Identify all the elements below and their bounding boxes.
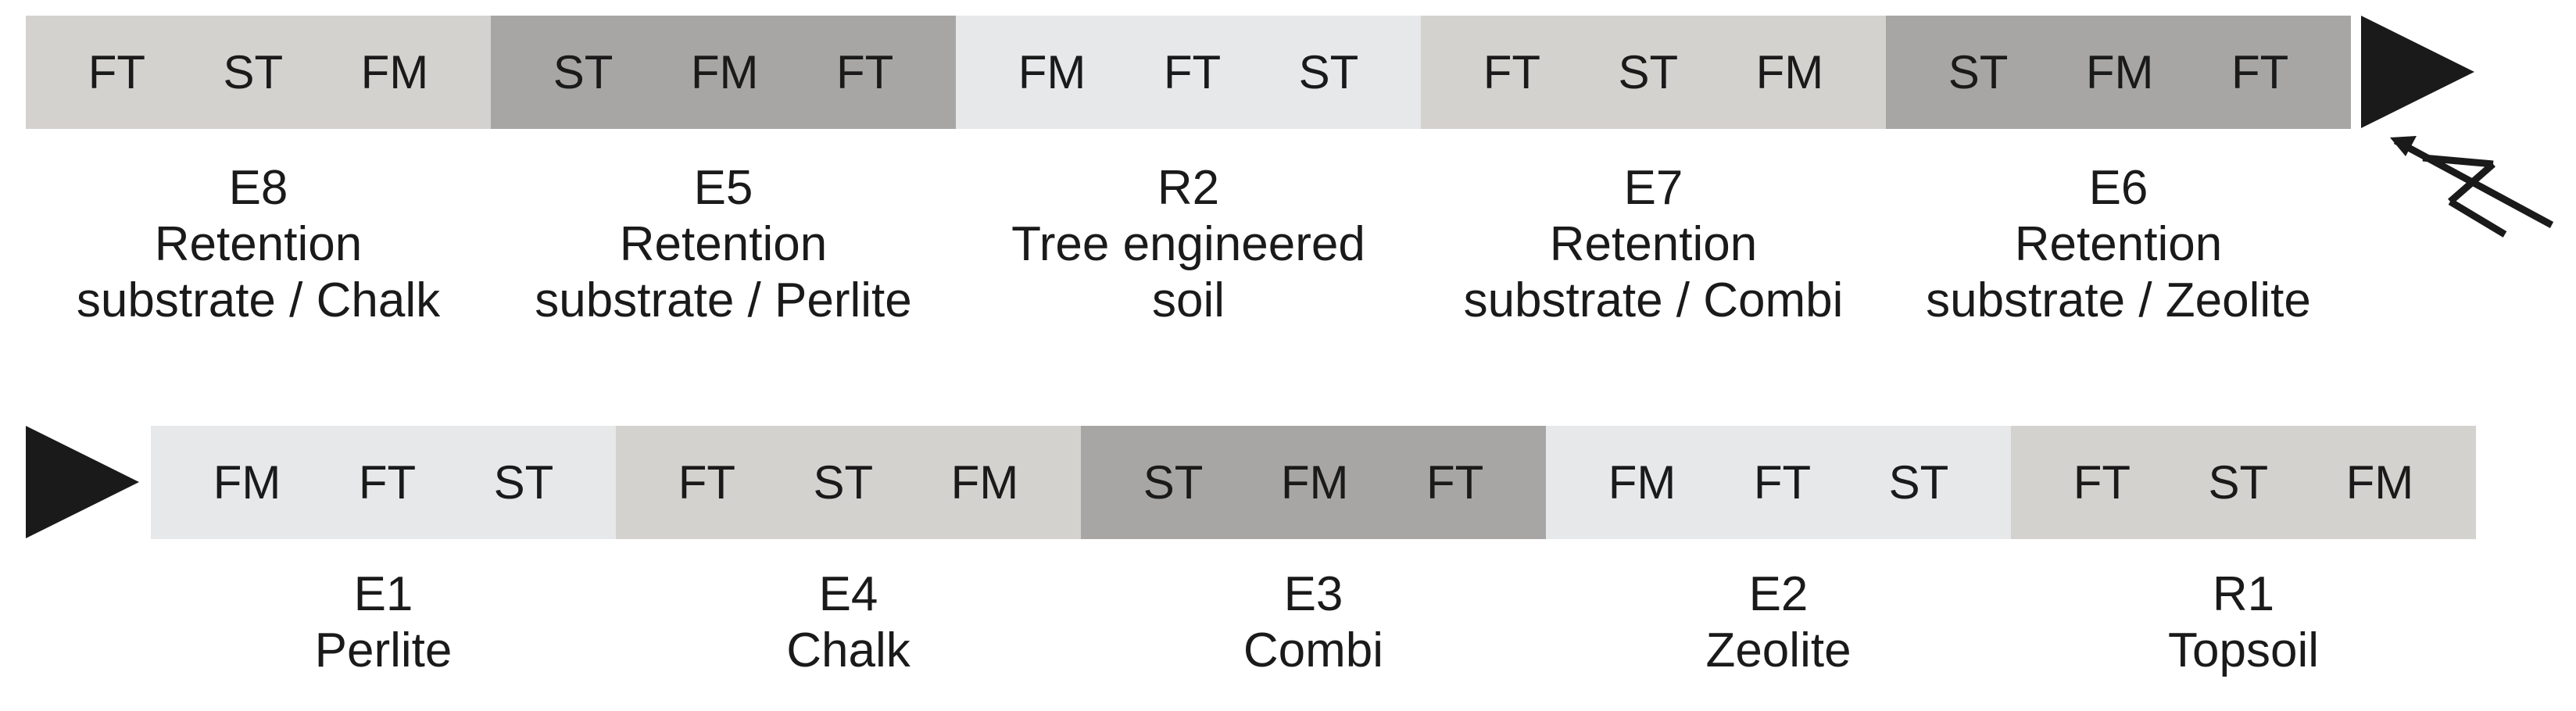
treatment-label: ST bbox=[2208, 456, 2269, 509]
plot-description-line: Retention bbox=[2014, 217, 2223, 271]
plot-section-r2: FM FT ST bbox=[956, 16, 1421, 129]
plot-description-line: substrate / Chalk bbox=[76, 273, 441, 327]
plot-id: E2 bbox=[1748, 567, 1809, 621]
treatment-label: ST bbox=[1143, 456, 1204, 509]
flow-direction-arrow-icon bbox=[2361, 16, 2474, 128]
plot-section-e4: FT ST FM bbox=[616, 426, 1081, 539]
plot-section-e5: ST FM FT bbox=[491, 16, 956, 129]
treatment-label: ST bbox=[1298, 45, 1359, 98]
treatment-label: FM bbox=[690, 45, 759, 98]
treatment-label: ST bbox=[813, 456, 874, 509]
plot-description-line: Retention bbox=[1549, 217, 1758, 271]
treatment-label: FM bbox=[2345, 456, 2414, 509]
plot-id: R1 bbox=[2212, 567, 2275, 621]
treatment-label: ST bbox=[1888, 456, 1949, 509]
plot-description-line: substrate / Zeolite bbox=[1926, 273, 2311, 327]
treatment-label: ST bbox=[493, 456, 554, 509]
plot-description-line: Tree engineered bbox=[1011, 217, 1365, 271]
plot-id: E4 bbox=[818, 567, 878, 621]
plot-row-top: FT ST FM ST FM FT FM FT ST FT ST FM ST FM FT bbox=[26, 16, 2351, 129]
plot-section-e8: FT ST FM bbox=[26, 16, 491, 129]
plot-row-bottom: FM FT ST FT ST FM ST FM FT FM FT ST FT ST FM bbox=[151, 426, 2476, 539]
plot-description-line: substrate / Combi bbox=[1463, 273, 1844, 327]
treatment-label: ST bbox=[1948, 45, 2009, 98]
treatment-label: FT bbox=[678, 456, 736, 509]
plot-description-line: Combi bbox=[1243, 623, 1384, 677]
plot-section-e2: FM FT ST bbox=[1546, 426, 2011, 539]
treatment-label: ST bbox=[223, 45, 284, 98]
plot-description-line: Zeolite bbox=[1705, 623, 1852, 677]
plot-id: E8 bbox=[228, 161, 288, 215]
treatment-label: FT bbox=[88, 45, 146, 98]
treatment-label: FT bbox=[2231, 45, 2289, 98]
treatment-label: FT bbox=[835, 45, 894, 98]
treatment-label: FT bbox=[358, 456, 417, 509]
plot-section-e6: ST FM FT bbox=[1886, 16, 2351, 129]
north-arrow-icon bbox=[2390, 136, 2554, 238]
treatment-label: FM bbox=[1018, 45, 1086, 98]
plot-description-line: Retention bbox=[154, 217, 363, 271]
treatment-label: FT bbox=[1753, 456, 1812, 509]
treatment-label: FM bbox=[2085, 45, 2154, 98]
treatment-label: FT bbox=[1426, 456, 1484, 509]
plot-id: E6 bbox=[2088, 161, 2148, 215]
treatment-label: ST bbox=[553, 45, 614, 98]
plot-id: E1 bbox=[353, 567, 413, 621]
plot-section-e7: FT ST FM bbox=[1421, 16, 1886, 129]
treatment-label: FM bbox=[213, 456, 281, 509]
plot-section-r1: FT ST FM bbox=[2011, 426, 2476, 539]
plot-id: R2 bbox=[1157, 161, 1220, 215]
flow-direction-arrow-icon bbox=[26, 426, 139, 538]
plot-description-line: Chalk bbox=[786, 623, 911, 677]
treatment-label: FM bbox=[1280, 456, 1349, 509]
treatment-label: FT bbox=[1483, 45, 1541, 98]
treatment-label: FM bbox=[1608, 456, 1676, 509]
treatment-label: ST bbox=[1618, 45, 1679, 98]
plot-description-line: Retention bbox=[619, 217, 828, 271]
treatment-label: FM bbox=[360, 45, 429, 98]
plot-section-e1: FM FT ST bbox=[151, 426, 616, 539]
plot-id: E5 bbox=[693, 161, 753, 215]
plot-id: E3 bbox=[1283, 567, 1343, 621]
plot-description-line: substrate / Perlite bbox=[535, 273, 912, 327]
treatment-label: FT bbox=[1163, 45, 1222, 98]
treatment-label: FM bbox=[1755, 45, 1824, 98]
plot-section-e3: ST FM FT bbox=[1081, 426, 1546, 539]
plot-description-line: soil bbox=[1151, 273, 1225, 327]
plot-description-line: Perlite bbox=[314, 623, 453, 677]
treatment-label: FT bbox=[2073, 456, 2131, 509]
treatment-label: FM bbox=[950, 456, 1019, 509]
plot-description-line: Topsoil bbox=[2168, 623, 2319, 677]
plot-id: E7 bbox=[1623, 161, 1683, 215]
